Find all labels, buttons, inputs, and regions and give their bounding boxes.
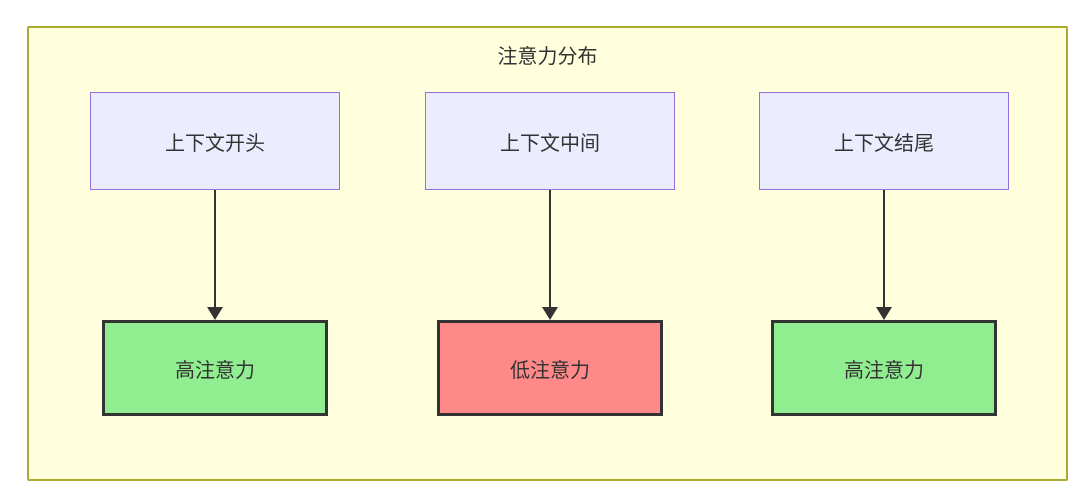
node-context-middle: 上下文中间 <box>425 92 675 190</box>
node-high-attention-1: 高注意力 <box>102 320 328 416</box>
arrow-shaft <box>883 190 885 307</box>
arrow-down-icon <box>542 190 558 320</box>
attention-distribution-diagram: 注意力分布 上下文开头 高注意力 上下文中间 低注意力 上下文结尾 高注意力 <box>27 26 1068 481</box>
flow-column-context-end: 上下文结尾 高注意力 <box>759 92 1009 416</box>
arrow-shaft <box>549 190 551 307</box>
arrow-down-icon <box>876 190 892 320</box>
arrow-shaft <box>214 190 216 307</box>
node-high-attention-2: 高注意力 <box>771 320 997 416</box>
flow-column-context-middle: 上下文中间 低注意力 <box>425 92 675 416</box>
flow-column-context-start: 上下文开头 高注意力 <box>90 92 340 416</box>
arrow-head <box>542 307 558 320</box>
diagram-title: 注意力分布 <box>497 46 598 68</box>
arrow-head <box>207 307 223 320</box>
arrow-down-icon <box>207 190 223 320</box>
node-low-attention: 低注意力 <box>437 320 663 416</box>
arrow-head <box>876 307 892 320</box>
node-context-start: 上下文开头 <box>90 92 340 190</box>
node-context-end: 上下文结尾 <box>759 92 1009 190</box>
